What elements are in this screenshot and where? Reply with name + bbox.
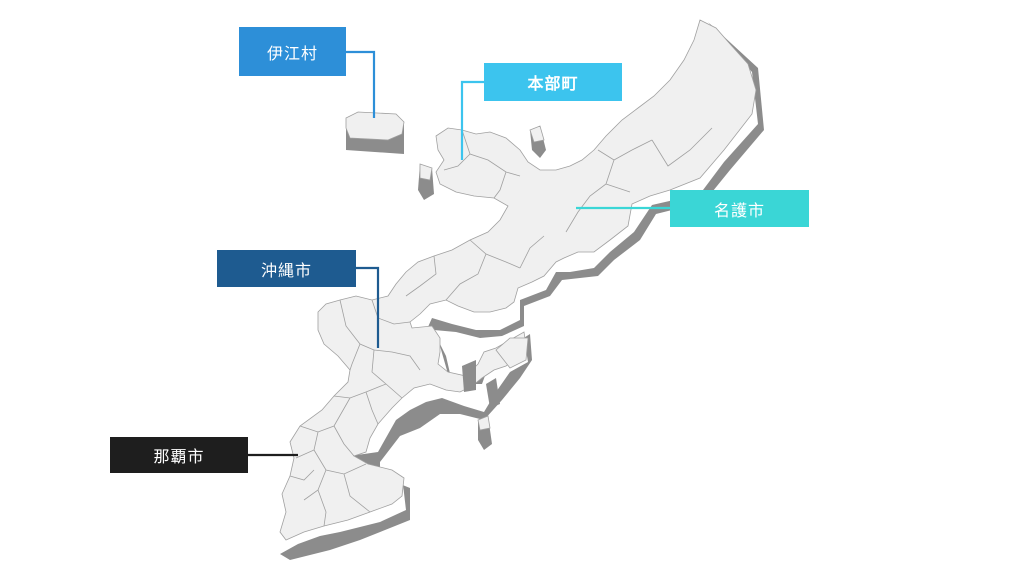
label-iejima: 伊江村 xyxy=(239,27,346,76)
label-nago-text: 名護市 xyxy=(713,200,765,220)
label-nago: 名護市 xyxy=(670,190,809,227)
ie-island xyxy=(345,111,405,154)
label-naha-text: 那覇市 xyxy=(153,447,205,466)
label-okinawa: 沖縄市 xyxy=(217,250,356,287)
leader-line-motobu xyxy=(460,80,484,160)
label-motobu-text: 本部町 xyxy=(527,74,579,93)
main-island-side xyxy=(280,22,764,560)
leader-line-okinawa xyxy=(356,266,380,348)
label-okinawa-text: 沖縄市 xyxy=(260,260,312,280)
leader-line-iejima xyxy=(346,50,376,118)
small-islands xyxy=(418,125,546,450)
label-motobu: 本部町 xyxy=(484,63,622,101)
label-naha: 那覇市 xyxy=(110,437,248,473)
municipal-boundaries xyxy=(289,127,713,527)
label-iejima-text: 伊江村 xyxy=(266,43,318,63)
main-island-top xyxy=(279,19,757,541)
leader-lines xyxy=(248,50,670,457)
